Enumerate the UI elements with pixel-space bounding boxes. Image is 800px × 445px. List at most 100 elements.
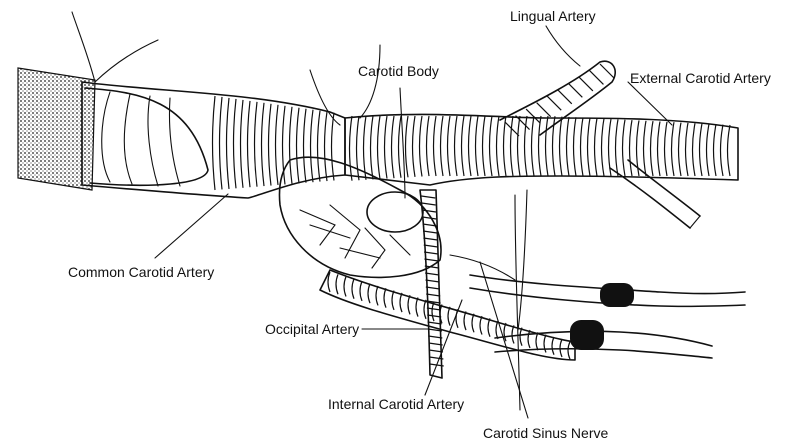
suture-thread <box>72 12 95 82</box>
vessel-striation <box>455 116 458 176</box>
label-carotid-body: Carotid Body <box>358 63 439 79</box>
vessel-striation <box>384 288 386 307</box>
vessel-striation <box>248 101 251 187</box>
common-carotid-hatching <box>213 96 335 190</box>
vessel-striation <box>434 116 437 176</box>
tissue-stipple <box>18 68 95 190</box>
lingual-striation <box>579 77 593 91</box>
external-carotid-hatching <box>350 116 731 181</box>
vessel-striation <box>371 116 374 179</box>
vessel-striation <box>304 109 307 183</box>
vessel-striation <box>665 122 668 176</box>
vessel-striation <box>392 291 394 310</box>
carotid-body <box>367 192 423 232</box>
leader-lingual <box>546 26 580 66</box>
vessel-striation <box>378 116 381 179</box>
vessel-striation <box>350 116 353 181</box>
vessel-striation <box>220 97 223 189</box>
label-external-carotid-artery: External Carotid Artery <box>630 70 771 86</box>
occipital-striation <box>427 308 441 310</box>
vessel-striation <box>420 116 423 176</box>
vessel-striation <box>311 110 314 182</box>
carotid-sinus-bulb <box>279 157 440 277</box>
vessel-striation <box>496 321 498 339</box>
vessel-striation <box>360 281 362 301</box>
vessel-striation <box>227 98 230 189</box>
vessel-striation <box>616 119 619 176</box>
vessel-striation <box>520 328 522 346</box>
carotid-body-thread <box>310 70 340 125</box>
vessel-striation <box>504 323 506 341</box>
vessel-striation <box>406 116 409 177</box>
vessel-striation <box>344 277 346 297</box>
vessel-striation <box>441 116 444 176</box>
vessel-striation <box>602 119 605 176</box>
label-carotid-sinus-nerve: Carotid Sinus Nerve <box>483 425 608 441</box>
occipital-striation <box>424 245 438 247</box>
leader-internal <box>425 300 462 395</box>
vessel-striation <box>290 107 293 184</box>
vessel-striation <box>714 124 717 176</box>
vessel-striation <box>408 295 410 314</box>
internal-carotid-hatching <box>328 272 570 359</box>
vessel-striation <box>504 116 507 176</box>
lingual-hatching <box>505 64 614 136</box>
vessel-striation <box>448 116 451 176</box>
occipital-striation <box>427 315 441 317</box>
vessel-striation <box>532 116 535 176</box>
occipital-striation <box>423 238 437 240</box>
vessel-striation <box>568 342 570 360</box>
vessel-striation <box>234 99 237 188</box>
vessel-striation <box>352 279 354 299</box>
vessel-striation <box>399 116 402 178</box>
vessel-striation <box>276 105 279 185</box>
vessel-striation <box>255 102 258 187</box>
vessel-striation <box>630 120 633 176</box>
vessel-striation <box>728 125 731 176</box>
vessel-striation <box>536 332 538 350</box>
vessel-striation <box>462 116 465 176</box>
vessel-striation <box>427 116 430 176</box>
vessel-striation <box>679 123 682 176</box>
vessel-striation <box>476 116 479 176</box>
vessel-striation <box>376 286 378 306</box>
vessel-striation <box>241 100 244 188</box>
vessel-striation <box>672 122 675 176</box>
vessel-striation <box>552 337 554 355</box>
vessel-striation <box>483 116 486 176</box>
label-lingual-artery: Lingual Artery <box>510 8 596 24</box>
vessel-striation <box>528 330 530 348</box>
vessel-striation <box>693 123 696 176</box>
label-internal-carotid-artery: Internal Carotid Artery <box>328 396 464 412</box>
vessel-striation <box>262 103 265 186</box>
vessel-striation <box>700 124 703 176</box>
vessel-striation <box>574 117 577 176</box>
lingual-striation <box>537 103 551 117</box>
cuff-upper <box>600 283 634 307</box>
vessel-striation <box>469 116 472 176</box>
vessel-striation <box>480 316 482 334</box>
vessel-striation <box>364 116 367 180</box>
vessel-striation <box>297 108 300 184</box>
vessel-striation <box>595 118 598 176</box>
vessel-striation <box>318 111 321 182</box>
vessel-striation <box>567 117 570 176</box>
vessel-striation <box>325 112 328 181</box>
vessel-striation <box>560 117 563 176</box>
vessel-striation <box>707 124 710 176</box>
lingual-striation <box>600 64 614 78</box>
vessel-striation <box>368 284 370 304</box>
vessel-striation <box>651 121 654 176</box>
vessel-striation <box>269 104 272 186</box>
occipital-striation <box>422 203 436 205</box>
lingual-artery-outline <box>500 61 615 135</box>
lingual-striation <box>568 83 582 97</box>
occipital-striation <box>424 252 438 254</box>
vessel-striation <box>448 307 450 326</box>
leader-common <box>155 194 228 258</box>
occipital-striation <box>422 217 436 219</box>
occipital-striation <box>426 294 440 296</box>
vessel-striation <box>546 116 549 176</box>
vessel-striation <box>512 325 514 343</box>
